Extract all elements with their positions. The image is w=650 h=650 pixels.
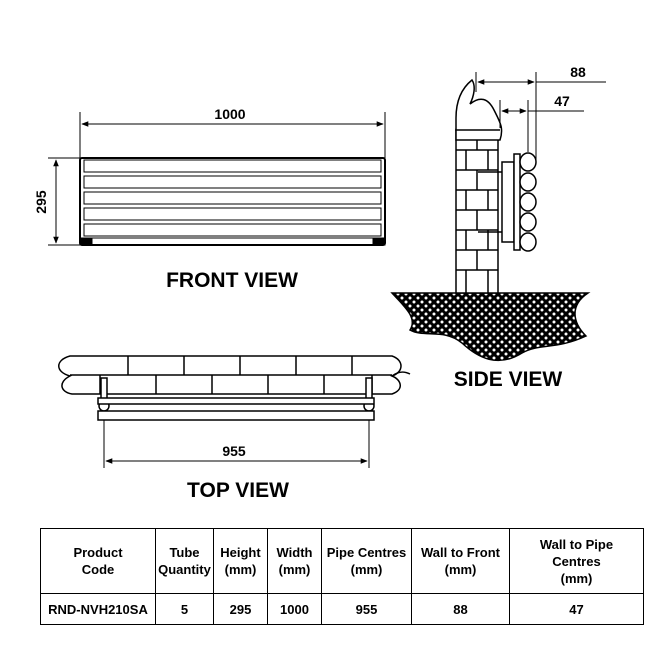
table-row: RND-NVH210SA 5 295 1000 955 88 47	[40, 593, 644, 625]
wall-to-pipe-dimension: 47	[499, 93, 584, 152]
width-dimension: 1000	[79, 106, 386, 158]
header-wall-to-front: Wall to Front(mm)	[411, 528, 510, 594]
top-view: 955 TOP VIEW	[58, 355, 411, 502]
ground-section	[390, 292, 591, 362]
wall-to-front-label: 88	[570, 64, 586, 80]
wall-to-pipe-label: 47	[554, 93, 570, 109]
front-view-label: FRONT VIEW	[166, 269, 298, 292]
pipe-centres-dimension: 955	[103, 420, 370, 468]
wall-plan	[58, 355, 411, 395]
front-width-label: 1000	[214, 106, 245, 122]
radiator-plan	[97, 397, 375, 421]
side-view: 88 47 SIDE VIEW	[390, 64, 606, 391]
top-view-label: TOP VIEW	[187, 479, 289, 502]
wall-to-front-dimension: 88	[475, 64, 606, 160]
cell-tube-quantity: 5	[155, 593, 214, 625]
side-view-label: SIDE VIEW	[454, 368, 563, 391]
radiator-front	[79, 157, 386, 246]
header-width: Width(mm)	[267, 528, 322, 594]
cell-width: 1000	[267, 593, 322, 625]
header-height: Height(mm)	[213, 528, 268, 594]
front-height-label: 295	[33, 190, 49, 214]
tubes-side	[519, 152, 537, 252]
cell-pipe-centres: 955	[321, 593, 412, 625]
front-view: 1000 295 FRONT VIEW	[33, 106, 386, 292]
wall-top-break	[455, 78, 503, 141]
pipe-centres-label: 955	[222, 443, 246, 459]
cell-height: 295	[213, 593, 268, 625]
header-pipe-centres: Pipe Centres(mm)	[321, 528, 412, 594]
cell-wall-to-pipe: 47	[509, 593, 644, 625]
height-dimension: 295	[33, 157, 80, 246]
cell-product-code: RND-NVH210SA	[40, 593, 156, 625]
cell-wall-to-front: 88	[411, 593, 510, 625]
